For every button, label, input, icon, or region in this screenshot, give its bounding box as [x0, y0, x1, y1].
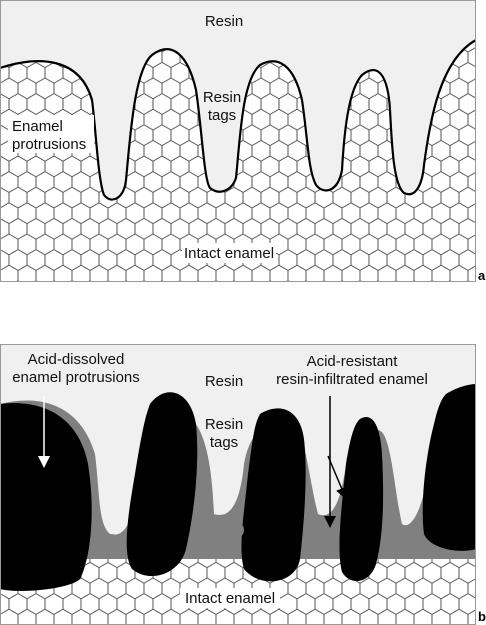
panel-a: Resin Resin tags Enamel protrusions Inta… — [0, 0, 476, 282]
infiltrated-blob — [94, 534, 126, 558]
dissolved-protrusion-5 — [422, 384, 476, 551]
panel-b-diagram: Acid-dissolved enamel protrusions Resin … — [0, 344, 476, 625]
label-acid-resistant-line2: resin-infiltrated enamel — [276, 371, 428, 388]
label-resin-tags-line2: tags — [208, 107, 236, 124]
label-resin: Resin — [205, 373, 243, 390]
panel-a-diagram: Resin Resin tags Enamel protrusions Inta… — [0, 0, 476, 282]
label-resin-tags-line1: Resin — [205, 416, 243, 433]
label-acid-dissolved-line1: Acid-dissolved — [28, 351, 125, 368]
label-enamel-protrusions-line2: protrusions — [12, 136, 86, 153]
panel-letter-a: a — [478, 268, 486, 283]
dissolved-protrusion-3 — [241, 408, 306, 582]
label-resin-tags-line1: Resin — [203, 89, 241, 106]
dissolved-protrusion-4 — [339, 417, 384, 582]
label-intact-enamel: Intact enamel — [185, 590, 275, 607]
label-resin: Resin — [205, 13, 243, 30]
label-enamel-protrusions-line1: Enamel — [12, 118, 63, 135]
panel-b: Acid-dissolved enamel protrusions Resin … — [0, 344, 476, 625]
label-acid-dissolved-line2: enamel protrusions — [12, 369, 140, 386]
dissolved-protrusion-1 — [0, 403, 92, 591]
infiltrated-blob — [196, 516, 244, 544]
label-acid-resistant-line1: Acid-resistant — [307, 353, 399, 370]
dissolved-protrusion-2 — [126, 392, 198, 577]
label-intact-enamel: Intact enamel — [184, 245, 274, 262]
label-resin-tags-line2: tags — [210, 434, 238, 451]
arrow-acid-resistant-2 — [327, 455, 348, 500]
panel-letter-b: b — [478, 609, 486, 624]
resin-enamel-boundary — [0, 39, 476, 201]
